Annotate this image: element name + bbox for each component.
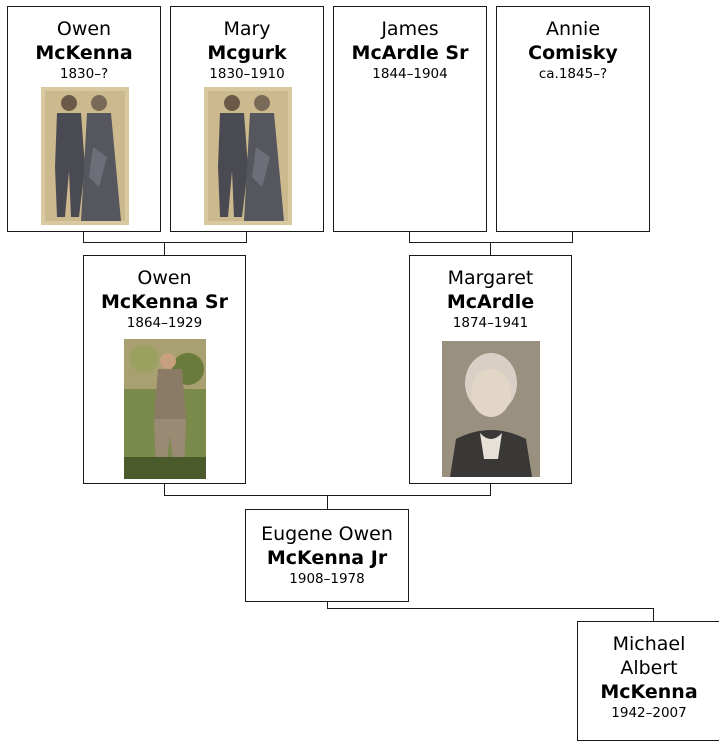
person-card-owen-mckenna[interactable]: Owen McKenna 1830–?	[7, 6, 161, 232]
given-name: Owen	[56, 18, 112, 40]
surname: Mcgurk	[207, 42, 287, 64]
person-card-michael-albert-mckenna[interactable]: Michael Albert McKenna 1942–2007	[577, 621, 719, 741]
given-name: James	[381, 18, 439, 40]
given-name: Margaret	[447, 267, 534, 289]
person-card-owen-mckenna-sr[interactable]: Owen McKenna Sr 1864–1929	[83, 255, 246, 484]
surname: McKenna	[35, 42, 133, 64]
given-name: Mary	[223, 18, 271, 40]
couple-photo	[204, 87, 292, 225]
life-dates: ca.1845–?	[538, 66, 608, 82]
given-name-middle: Albert	[620, 657, 678, 679]
person-card-mary-mcgurk[interactable]: Mary Mcgurk 1830–1910	[170, 6, 324, 232]
given-name: Owen	[137, 267, 192, 289]
surname: McKenna Sr	[101, 291, 228, 313]
surname: McKenna Jr	[266, 547, 388, 569]
life-dates: 1830–1910	[209, 66, 285, 82]
person-card-annie-comisky[interactable]: Annie Comisky ca.1845–?	[496, 6, 650, 232]
life-dates: 1874–1941	[452, 315, 529, 331]
given-name: Annie	[545, 18, 601, 40]
connector-line	[327, 608, 654, 609]
given-name-first: Michael	[612, 633, 686, 655]
person-card-margaret-mcardle[interactable]: Margaret McArdle 1874–1941	[409, 255, 572, 484]
connector-line	[409, 232, 410, 243]
connector-line	[409, 242, 573, 243]
portrait-photo	[442, 341, 540, 477]
connector-line	[83, 242, 247, 243]
connector-line	[327, 495, 328, 509]
surname: McArdle	[446, 291, 535, 313]
life-dates: 1942–2007	[611, 705, 687, 721]
connector-line	[164, 484, 165, 496]
person-card-james-mcardle-sr[interactable]: James McArdle Sr 1844–1904	[333, 6, 487, 232]
connector-line	[490, 484, 491, 496]
portrait-photo	[124, 339, 206, 479]
connector-line	[490, 242, 491, 255]
connector-line	[246, 232, 247, 243]
given-name: Eugene Owen	[261, 523, 393, 545]
person-card-eugene-owen-mckenna-jr[interactable]: Eugene Owen McKenna Jr 1908–1978	[245, 509, 409, 602]
connector-line	[572, 232, 573, 243]
connector-line	[83, 232, 84, 243]
couple-photo	[41, 87, 129, 225]
life-dates: 1908–1978	[289, 571, 365, 587]
surname: Comisky	[528, 42, 618, 64]
life-dates: 1864–1929	[126, 315, 203, 331]
surname: McKenna	[600, 681, 698, 703]
life-dates: 1830–?	[59, 66, 109, 82]
connector-line	[164, 242, 165, 255]
surname: McArdle Sr	[351, 42, 469, 64]
life-dates: 1844–1904	[372, 66, 448, 82]
connector-line	[327, 602, 328, 609]
connector-line	[653, 608, 654, 622]
